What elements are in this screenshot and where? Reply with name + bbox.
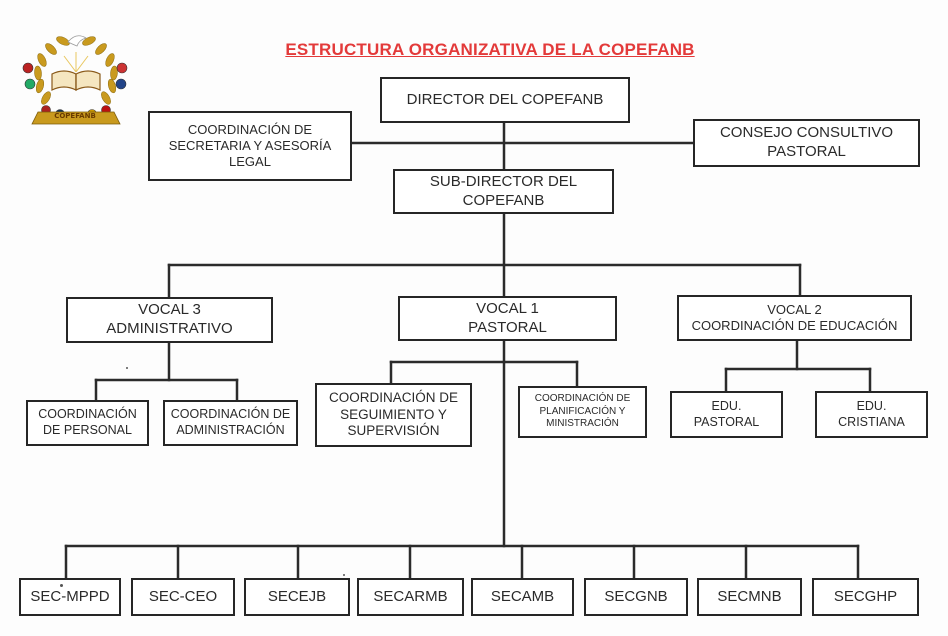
section-box-secejb: SECEJB [244,578,350,616]
node-edu-pastoral: EDU. PASTORAL [670,391,783,438]
section-box-sec-ceo: SEC-CEO [131,578,235,616]
node-vocal-2: VOCAL 2 COORDINACIÓN DE EDUCACIÓN [677,295,912,341]
node-director: DIRECTOR DEL COPEFANB [380,77,630,123]
node-subdirector: SUB-DIRECTOR DEL COPEFANB [393,169,614,214]
chart-title: ESTRUCTURA ORGANIZATIVA DE LA COPEFANB [285,40,695,59]
section-box-secarmb: SECARMB [357,578,464,616]
node-coord-secretaria: COORDINACIÓN DE SECRETARIA Y ASESORÍA LE… [148,111,352,181]
node-consejo-consultivo: CONSEJO CONSULTIVO PASTORAL [693,119,920,167]
node-vocal-1: VOCAL 1 PASTORAL [398,296,617,341]
scan-speck [126,367,128,369]
node-coord-seguimiento: COORDINACIÓN DE SEGUIMIENTO Y SUPERVISIÓ… [315,383,472,447]
node-edu-cristiana: EDU. CRISTIANA [815,391,928,438]
section-box-secgnb: SECGNB [584,578,688,616]
logo-text: COPEFANB [54,112,96,120]
node-coord-personal: COORDINACIÓN DE PERSONAL [26,400,149,446]
node-vocal-3: VOCAL 3 ADMINISTRATIVO [66,297,273,343]
scan-speck [60,584,63,587]
section-box-secamb: SECAMB [471,578,574,616]
node-coord-administracion: COORDINACIÓN DE ADMINISTRACIÓN [163,400,298,446]
copefanb-emblem-icon [16,28,136,130]
section-box-secghp: SECGHP [812,578,919,616]
scan-speck [343,574,345,576]
section-box-secmnb: SECMNB [697,578,802,616]
node-coord-planificacion: COORDINACIÓN DE PLANIFICACIÓN Y MINISTRA… [518,386,647,438]
section-box-sec-mppd: SEC-MPPD [19,578,121,616]
